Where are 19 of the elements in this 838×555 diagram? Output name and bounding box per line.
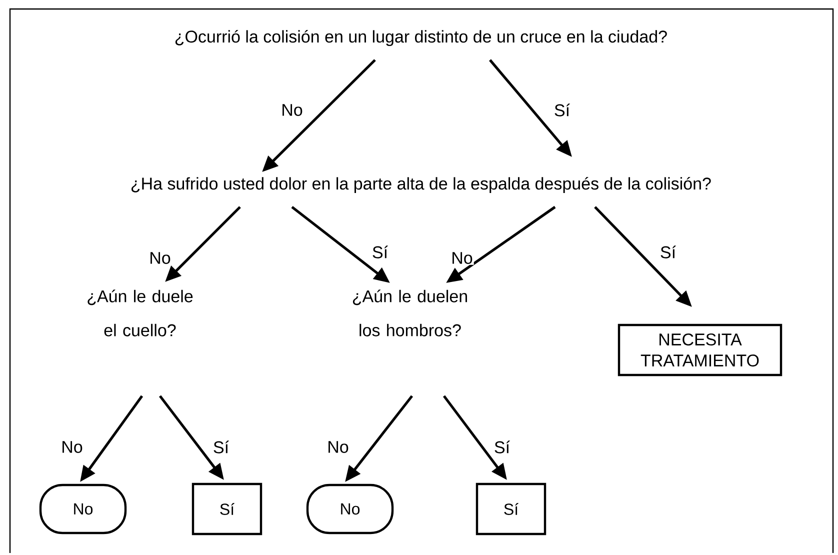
- edge-label: Sí: [370, 244, 390, 260]
- edge-label: Sí: [492, 440, 512, 454]
- result-terminal: No: [39, 484, 127, 534]
- edge-label: No: [148, 251, 172, 265]
- question-text: ¿Ha sufrido usted dolor en la parte alta de la espalda después de la colisión?: [131, 176, 711, 194]
- edge-label: No: [280, 103, 304, 117]
- result-box: NECESITA TRATAMIENTO: [618, 324, 782, 376]
- result-box: Sí: [476, 482, 546, 536]
- edge-label: Sí: [212, 440, 230, 454]
- edge-label: No: [450, 251, 474, 265]
- question-text: ¿Ocurrió la colisión en un lugar distinto de un cruce en la ciudad?: [175, 30, 667, 46]
- edge-label: No: [326, 440, 350, 454]
- result-terminal: No: [306, 484, 394, 534]
- question-text: ¿Aún le duele el cuello?: [88, 290, 193, 336]
- edge-label: No: [60, 440, 84, 454]
- result-box: Sí: [192, 482, 262, 536]
- edge-label: Sí: [552, 102, 572, 118]
- edge-label: Sí: [658, 244, 678, 260]
- question-text: ¿Aún le duelen los hombros?: [352, 290, 467, 336]
